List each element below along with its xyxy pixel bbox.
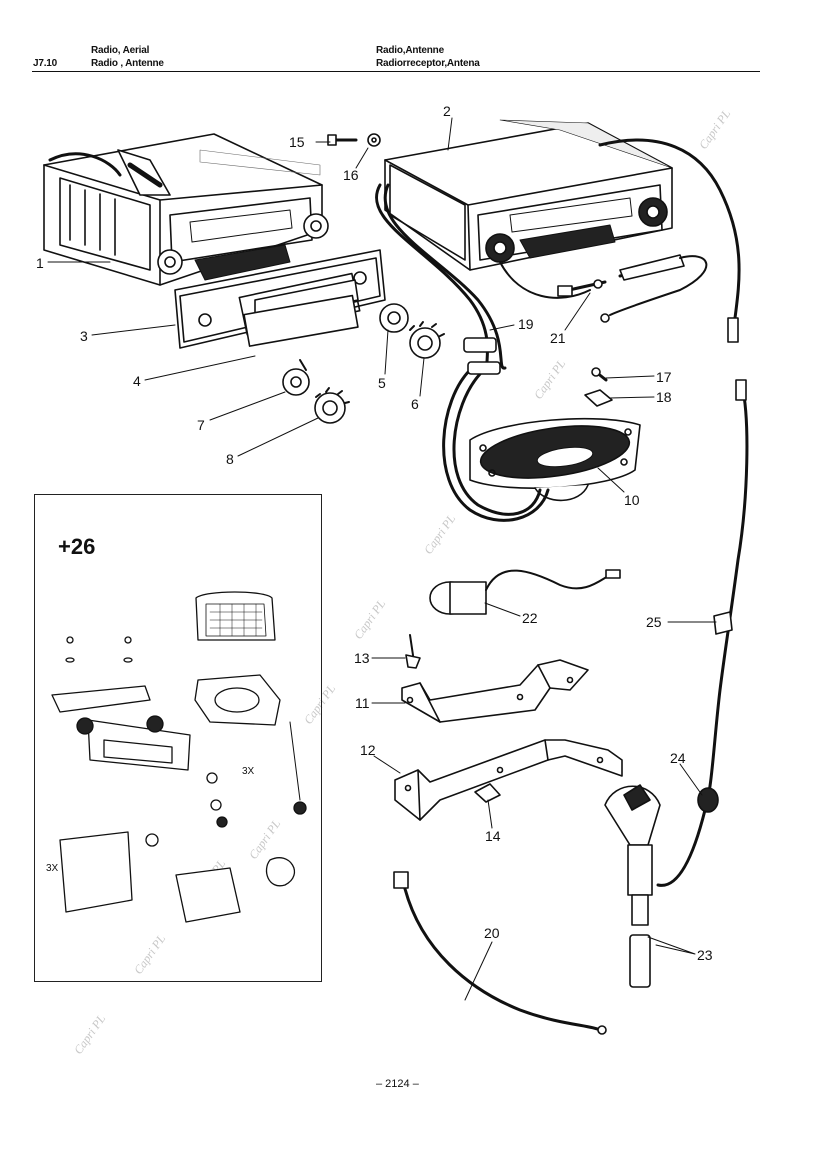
radio-unit-left	[43, 133, 329, 286]
aerial-23	[604, 784, 661, 988]
antenna-cable-top	[598, 138, 741, 343]
callout-24: 24	[670, 750, 686, 766]
inset-qty-a: 3X	[242, 766, 255, 777]
inset-qty-b: 3X	[46, 863, 59, 874]
suppressor-22	[429, 569, 621, 615]
callout-11: 11	[355, 695, 370, 711]
callout-4: 4	[133, 373, 141, 389]
callout-21: 21	[550, 330, 566, 346]
callout-6: 6	[411, 396, 419, 412]
callout-13: 13	[354, 650, 370, 666]
callout-12: 12	[360, 742, 376, 758]
callout-16: 16	[343, 167, 359, 183]
header-rule	[32, 71, 760, 72]
leader-lines	[47, 117, 717, 1001]
callout-10: 10	[624, 492, 640, 508]
bracket-12	[394, 739, 623, 821]
bolt-13-head	[405, 654, 421, 669]
bolt-and-washer	[327, 133, 381, 147]
page-number: – 2124 –	[376, 1078, 419, 1090]
watermark-text: Capri PL	[71, 1012, 108, 1057]
title-english: Radio, Aerial	[91, 45, 150, 56]
callout-2: 2	[443, 103, 451, 119]
callout-23: 23	[697, 947, 713, 963]
cable-20	[393, 871, 607, 1035]
watermark-text: Capri PL	[421, 512, 458, 557]
inset-number: +26	[58, 534, 96, 559]
callout-5: 5	[378, 375, 386, 391]
radio-unit-right	[384, 119, 673, 271]
callout-14: 14	[485, 828, 501, 844]
callout-15: 15	[289, 134, 305, 150]
title-german: Radio , Antenne	[91, 58, 164, 69]
antenna-cable	[656, 379, 749, 887]
callout-19: 19	[518, 316, 534, 332]
clip-14	[474, 783, 501, 803]
callout-7: 7	[197, 417, 205, 433]
speaker-leads	[375, 183, 550, 522]
callout-1: 1	[36, 255, 44, 271]
inset-parts	[51, 591, 307, 923]
callout-3: 3	[80, 328, 88, 344]
title-french: Radio,Antenne	[376, 45, 444, 56]
radio-knobs	[243, 279, 445, 424]
section-code: J7.10	[33, 58, 58, 69]
screw-and-clip	[584, 367, 613, 407]
callout-18: 18	[656, 389, 672, 405]
watermark-text: Capri PL	[696, 107, 733, 152]
inset-frame	[34, 494, 322, 982]
bracket-11	[401, 659, 589, 723]
callout-22: 22	[522, 610, 538, 626]
callout-8: 8	[226, 451, 234, 467]
watermark-text: Capri PL	[351, 597, 388, 642]
speaker	[469, 417, 641, 502]
callout-20: 20	[484, 925, 500, 941]
callout-25: 25	[646, 614, 662, 630]
callout-17: 17	[656, 369, 672, 385]
watermark-text: Capri PL	[531, 357, 568, 402]
title-spanish: Radiorreceptor,Antena	[376, 58, 480, 69]
power-lead-21	[499, 254, 708, 323]
